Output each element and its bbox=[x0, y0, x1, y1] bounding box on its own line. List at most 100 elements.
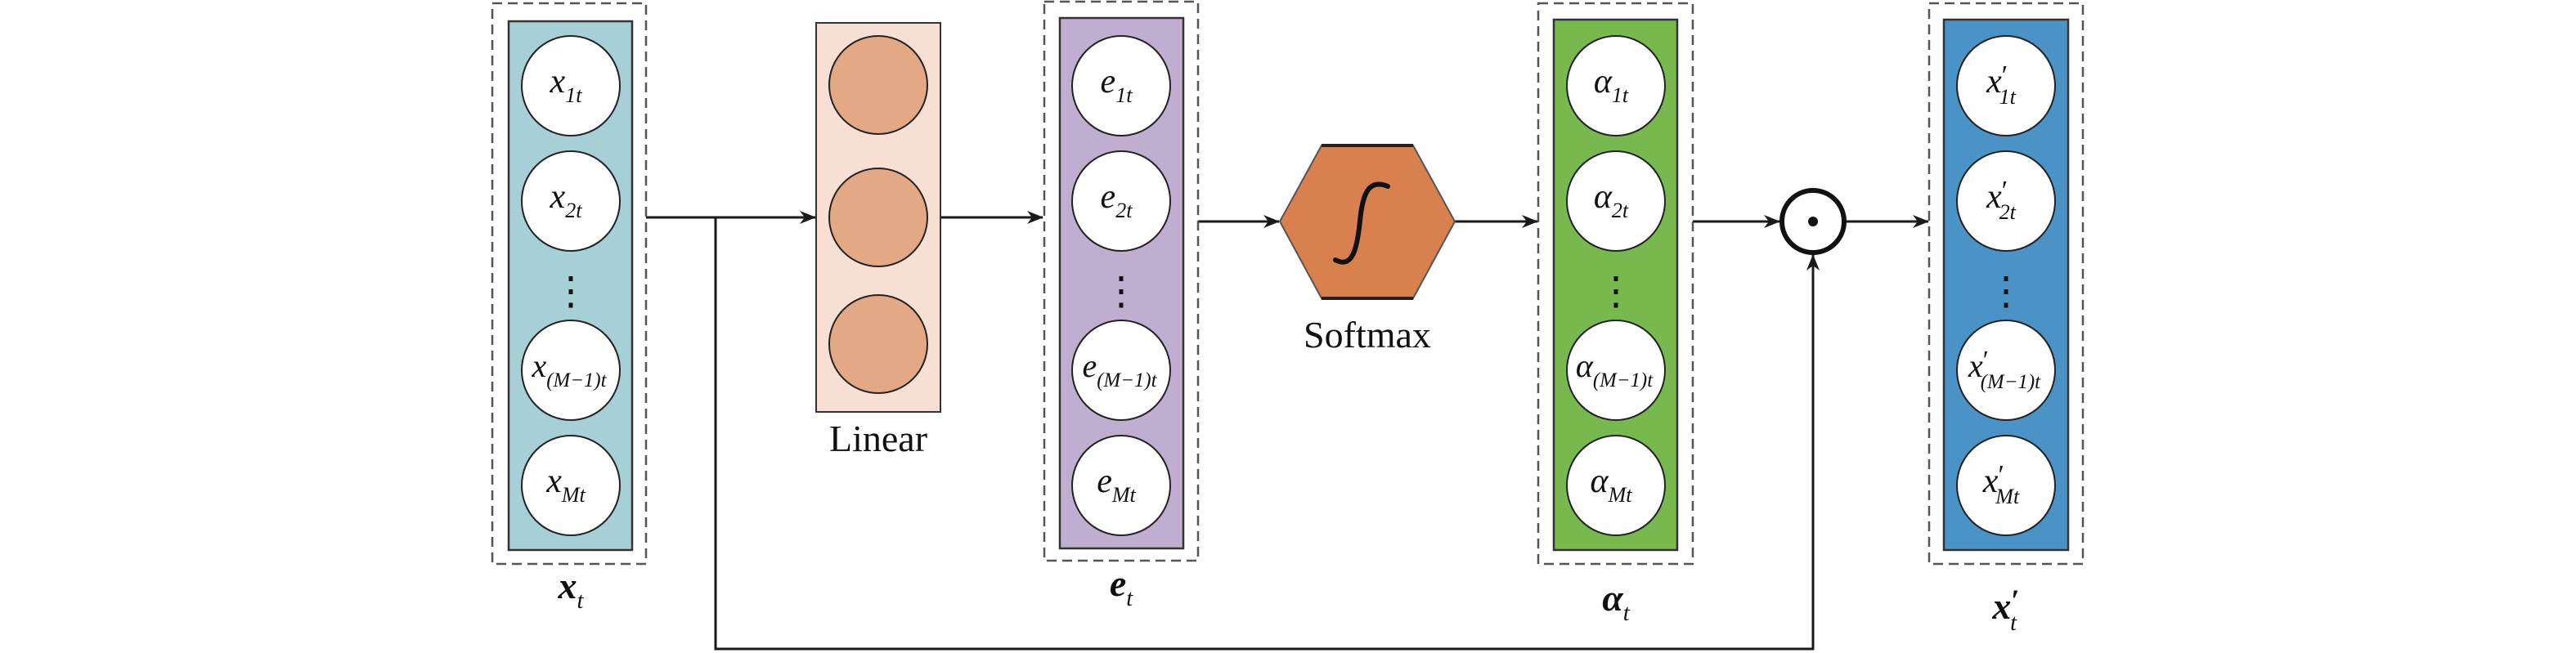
softmax-hexagon bbox=[1278, 145, 1456, 299]
symbol-base: α bbox=[1594, 178, 1613, 216]
dashed-group-border bbox=[1537, 2, 1694, 566]
symbol-base: e bbox=[1101, 63, 1116, 101]
linear-layer: Linear bbox=[815, 22, 941, 459]
column-xprime: x′1tx′2tx′(M−1)tx′Mt⋮x′t bbox=[1928, 2, 2085, 636]
vector-label: xt bbox=[558, 565, 585, 614]
subscript: t bbox=[1126, 586, 1133, 611]
node-label: x2t bbox=[550, 178, 583, 222]
symbol-base: x bbox=[550, 178, 566, 216]
subscript: (M−1)t bbox=[546, 369, 607, 391]
subscript: t bbox=[577, 588, 585, 614]
node-label: x′1t bbox=[1986, 60, 2017, 109]
symbol-base: x bbox=[1991, 585, 2011, 627]
node-label: x′2t bbox=[1986, 176, 2017, 224]
subscript: Mt bbox=[1608, 483, 1633, 507]
vector-label: et bbox=[1110, 562, 1133, 611]
connectors bbox=[646, 211, 1929, 651]
symbol-base: e bbox=[1110, 562, 1126, 604]
vector-node bbox=[1071, 435, 1171, 536]
node-label: e(M−1)t bbox=[1083, 347, 1158, 391]
vector-node bbox=[1566, 35, 1666, 136]
vector-node bbox=[1566, 150, 1666, 252]
node-label: eMt bbox=[1097, 463, 1136, 507]
vector-node bbox=[521, 150, 621, 252]
vertical-ellipsis: ⋮ bbox=[551, 270, 590, 313]
symbol-base: e bbox=[1097, 463, 1112, 500]
node-label: xMt bbox=[545, 463, 586, 507]
vector-node bbox=[521, 35, 621, 136]
node-label: α(M−1)t bbox=[1576, 347, 1654, 391]
linear-label: Linear bbox=[829, 418, 927, 459]
subscript: t bbox=[2010, 611, 2017, 636]
prime-mark: ′ bbox=[1998, 460, 2004, 490]
subscript: Mt bbox=[561, 483, 586, 507]
vector-label: x′t bbox=[1991, 584, 2019, 636]
subscript: (M−1)t bbox=[1097, 369, 1157, 391]
node-label: x1t bbox=[550, 63, 583, 107]
subscript: Mt bbox=[1995, 485, 2020, 508]
subscript: 2t bbox=[565, 199, 582, 222]
symbol-base: x bbox=[550, 63, 566, 101]
symbol-base: x bbox=[1982, 463, 1999, 500]
node-label: α1t bbox=[1594, 63, 1629, 107]
node-label: x′Mt bbox=[1982, 460, 2020, 508]
subscript: 2t bbox=[1999, 200, 2017, 224]
vector-node bbox=[1956, 435, 2056, 536]
prime-mark: ′ bbox=[2002, 60, 2008, 91]
symbol-base: x bbox=[1968, 347, 1983, 384]
subscript: 2t bbox=[1612, 199, 1629, 222]
prime-mark: ′ bbox=[2011, 584, 2019, 617]
softmax-block: Softmax bbox=[1278, 144, 1456, 356]
symbol-base: x bbox=[1986, 63, 2002, 101]
vector-node bbox=[1071, 35, 1171, 136]
linear-node bbox=[828, 35, 928, 135]
subscript: (M−1)t bbox=[1981, 371, 2041, 393]
symbol-base: α bbox=[1576, 347, 1594, 384]
subscript: 1t bbox=[1612, 83, 1629, 107]
subscript: (M−1)t bbox=[1593, 369, 1654, 391]
vector-node bbox=[1071, 150, 1171, 252]
linear-node bbox=[828, 294, 928, 394]
subscript: 1t bbox=[565, 83, 582, 107]
vector-node bbox=[1071, 320, 1171, 421]
symbol-base: x bbox=[558, 565, 577, 606]
skip-connection-arrow bbox=[714, 217, 1820, 651]
vertical-ellipsis: ⋮ bbox=[1102, 270, 1141, 313]
vector-node bbox=[1566, 320, 1666, 421]
vector-node bbox=[1956, 320, 2056, 421]
vertical-ellipsis: ⋮ bbox=[1596, 270, 1636, 313]
symbol-base: x bbox=[1986, 178, 2002, 216]
subscript: 1t bbox=[1999, 85, 2017, 109]
node-label: x′(M−1)t bbox=[1968, 345, 2041, 393]
subscript: 2t bbox=[1115, 199, 1133, 222]
subscript: 1t bbox=[1115, 83, 1133, 107]
node-label: α2t bbox=[1594, 178, 1629, 222]
node-label: αMt bbox=[1591, 463, 1633, 507]
vector-node bbox=[521, 435, 621, 536]
vertical-ellipsis: ⋮ bbox=[1986, 270, 2026, 313]
vector-node bbox=[1956, 150, 2056, 252]
symbol-base: x bbox=[545, 463, 562, 500]
vector-node bbox=[521, 320, 621, 421]
vector-label: αt bbox=[1602, 577, 1630, 626]
symbol-base: α bbox=[1591, 463, 1609, 500]
vector-node bbox=[1956, 35, 2056, 136]
linear-node bbox=[828, 168, 928, 267]
symbol-base: x bbox=[532, 347, 547, 384]
prime-mark: ′ bbox=[1983, 345, 1989, 374]
hadamard-product-icon bbox=[1779, 188, 1847, 255]
softmax-label: Softmax bbox=[1304, 314, 1431, 356]
sigmoid-curve-icon bbox=[1333, 181, 1390, 265]
node-label: x(M−1)t bbox=[532, 347, 608, 391]
symbol-base: e bbox=[1101, 178, 1116, 216]
node-label: e1t bbox=[1101, 63, 1133, 107]
subscript: Mt bbox=[1111, 483, 1137, 507]
symbol-base: α bbox=[1602, 577, 1624, 619]
vector-node bbox=[1566, 435, 1666, 536]
prime-mark: ′ bbox=[2002, 176, 2008, 206]
node-label: e2t bbox=[1101, 178, 1133, 222]
symbol-base: α bbox=[1594, 63, 1613, 101]
